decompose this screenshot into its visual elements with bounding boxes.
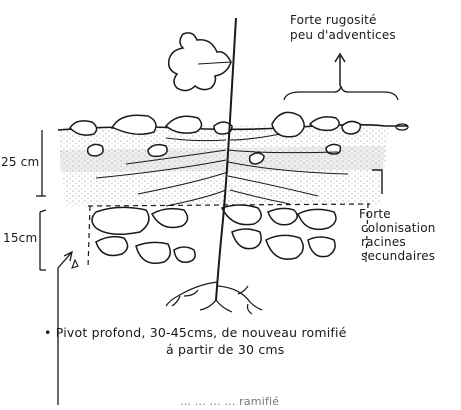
colonisation-label-line3: racines [361, 236, 406, 249]
surface-roughness-label: Forte rugosité [290, 14, 377, 27]
cut-off-text: ... ... ... ... ramifié [180, 395, 279, 408]
colonisation-label-line2: colonisation [361, 222, 436, 235]
pivot-description-line2: á partir de 30 cms [166, 343, 285, 356]
colonisation-label-line4: secundaires [361, 250, 435, 263]
depth-25cm-label: 25 cm [1, 156, 39, 169]
depth-15cm-label: 15cm [3, 232, 37, 245]
colonisation-label-line1: Forte [359, 208, 391, 221]
depth-bracket-bottom-start [40, 210, 46, 212]
pivot-description-line1: • Pivot profond, 30-45cms, de nouveau ro… [44, 326, 347, 339]
lower-layer-clods [92, 205, 336, 263]
few-weeds-label: peu d'adventices [290, 29, 396, 42]
pivot-pointer-small [72, 260, 78, 268]
vine-leaf [169, 33, 231, 91]
surface-brace [284, 86, 398, 100]
deep-roots [166, 282, 262, 314]
lower-layer-dashed-left [88, 206, 90, 268]
surface-pebble [396, 124, 408, 130]
plant-stem [230, 18, 236, 120]
